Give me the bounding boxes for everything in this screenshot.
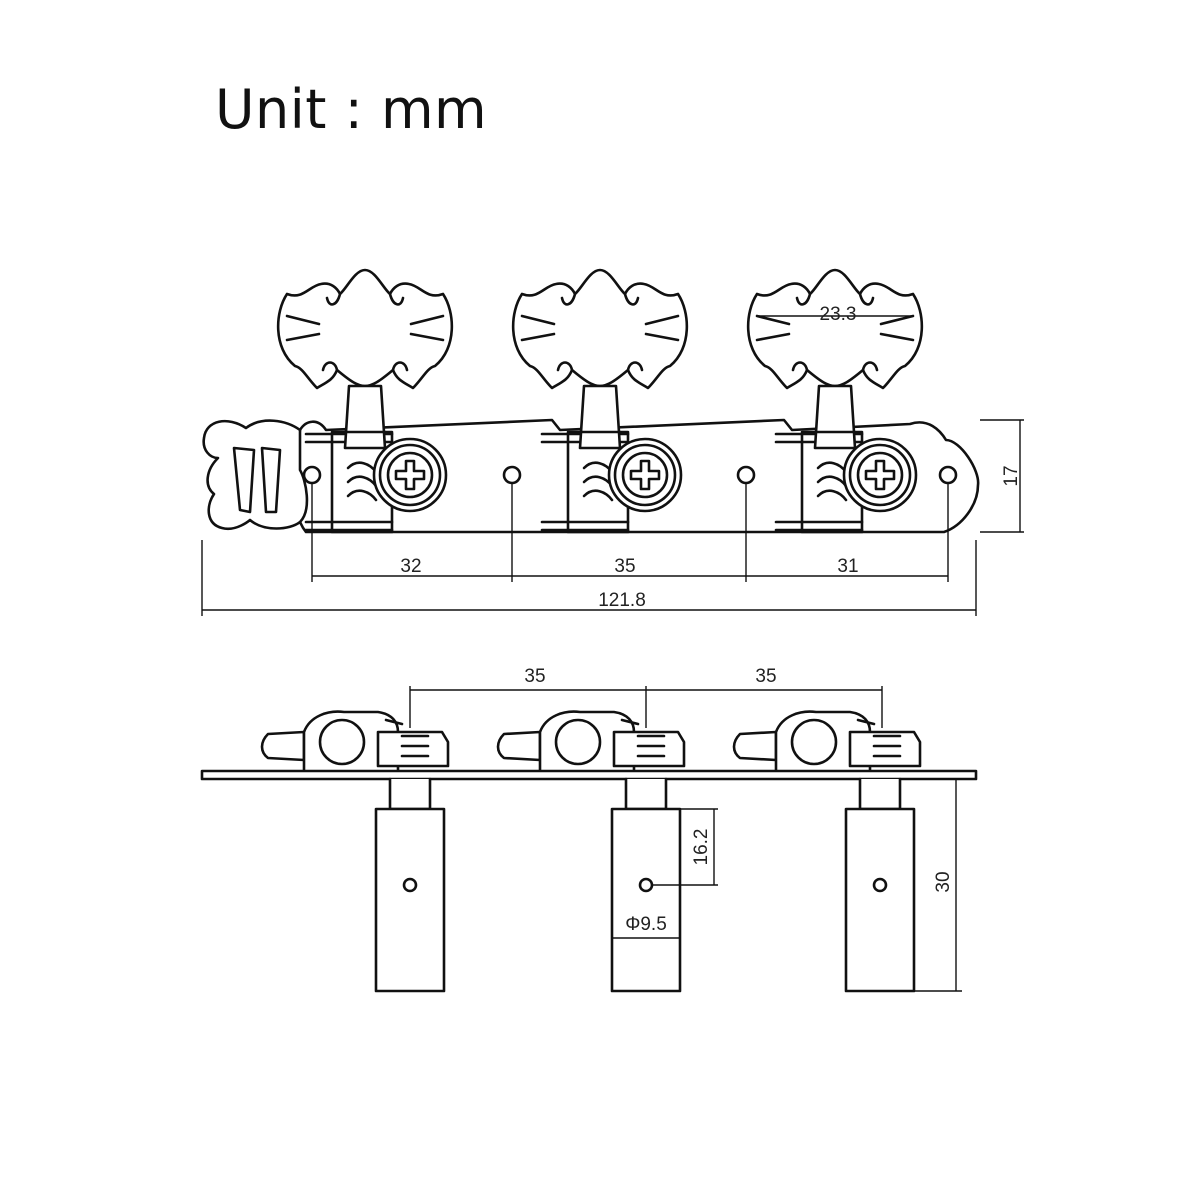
plate-height-label: 17 [1001, 465, 1022, 486]
plate-lyre-end [202, 419, 309, 531]
roller-post [844, 777, 916, 993]
roller-length-line [914, 778, 962, 992]
mounting-hole [736, 465, 756, 485]
side-spacing-label-1: 35 [524, 666, 545, 687]
lyre-slot-1 [232, 446, 256, 514]
spacing-label-3: 31 [837, 556, 858, 577]
side-tuner-head [732, 710, 922, 774]
gear-screw-icon [372, 437, 448, 513]
mounting-hole [502, 465, 522, 485]
plate-height-line [980, 419, 1024, 533]
gear-screw-icon [607, 437, 683, 513]
side-spacing-line [409, 686, 883, 728]
unit-title: Unit : mm [215, 78, 488, 141]
side-tuner-head [260, 710, 450, 774]
side-tuner-head [496, 710, 686, 774]
tuner-button [276, 268, 454, 450]
mounting-hole [938, 465, 958, 485]
side-spacing-label-2: 35 [755, 666, 776, 687]
diameter-label: Φ9.5 [625, 914, 667, 935]
roller-length-label: 30 [933, 871, 954, 892]
hole-height-label: 16.2 [691, 829, 712, 866]
mounting-hole [302, 465, 322, 485]
overall-length-line [201, 540, 977, 616]
side-plate [200, 769, 978, 781]
overall-length-label: 121.8 [598, 590, 646, 611]
spacing-extension-lines [311, 483, 949, 582]
spacing-label-2: 35 [614, 556, 635, 577]
button-width-label: 23.3 [820, 304, 857, 325]
gear-screw-icon [842, 437, 918, 513]
lyre-slot-2 [260, 446, 282, 514]
hole-height-line [652, 808, 718, 886]
spacing-label-1: 32 [400, 556, 421, 577]
roller-post [374, 777, 446, 993]
